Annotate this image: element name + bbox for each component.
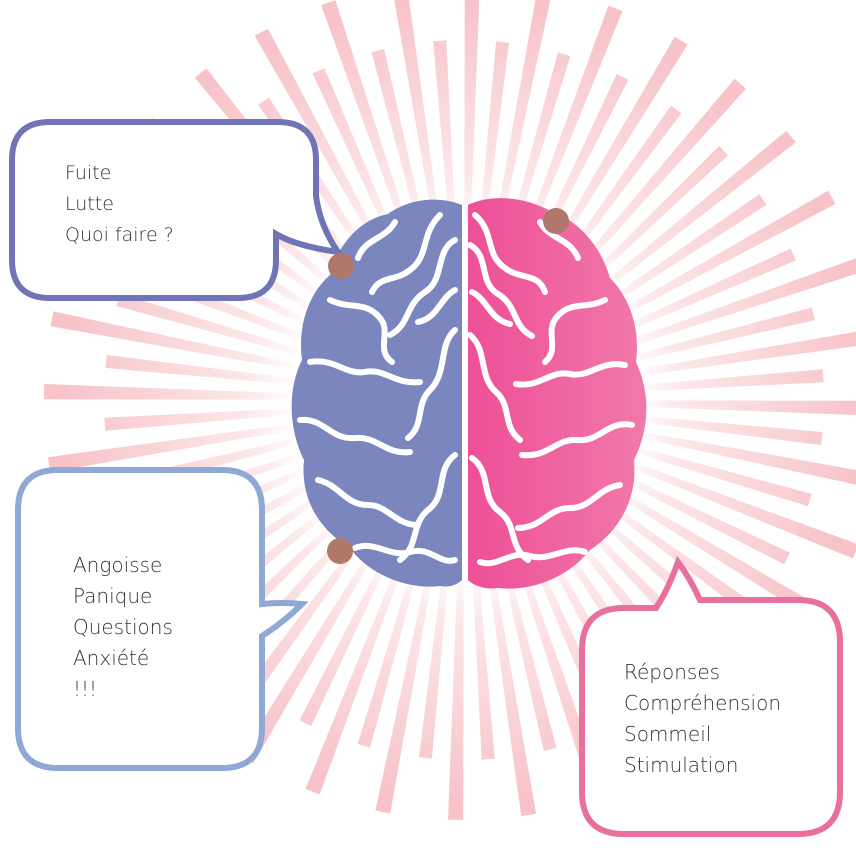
marker-dot-bottom-left: [327, 538, 353, 564]
bubble-line: Stimulation: [624, 750, 781, 781]
bubble-line: Sommeil: [624, 719, 781, 750]
bubble-line: Angoisse: [73, 550, 173, 581]
bubble-line: Anxiété: [73, 643, 173, 674]
marker-dot-top-right: [543, 208, 569, 234]
bubble-line: Questions: [73, 612, 173, 643]
marker-dot-top-left: [328, 253, 354, 279]
bubble-top-left-text: Fuite Lutte Quoi faire ?: [65, 158, 174, 251]
bubble-line: Compréhension: [624, 688, 781, 719]
bubble-bottom-right-text: Réponses Compréhension Sommeil Stimulati…: [624, 657, 781, 781]
bubble-line: !!!: [73, 674, 173, 705]
bubble-line: Quoi faire ?: [65, 220, 174, 251]
bubble-line: Lutte: [65, 189, 174, 220]
bubble-line: Fuite: [65, 158, 174, 189]
bubble-line: Réponses: [624, 657, 781, 688]
bubble-line: Panique: [73, 581, 173, 612]
bubble-bottom-left-text: Angoisse Panique Questions Anxiété !!!: [73, 550, 173, 705]
